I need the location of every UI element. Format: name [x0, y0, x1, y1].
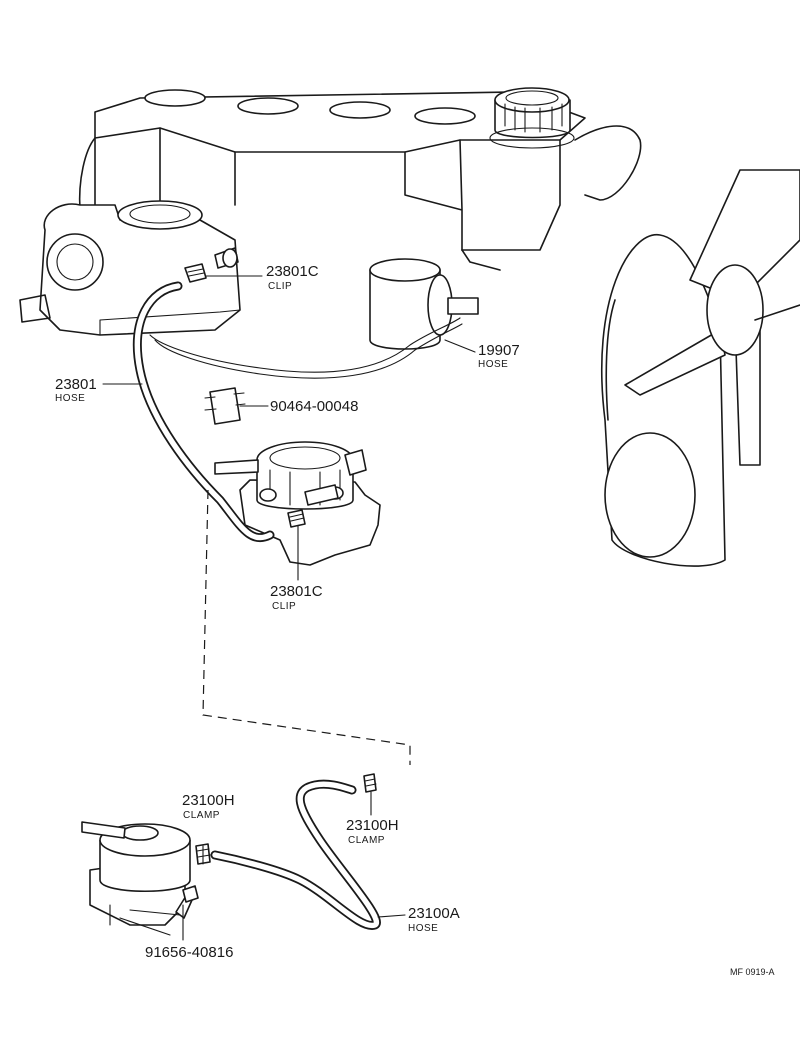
- clamp-right-graphic: [363, 773, 377, 793]
- leader-lines: [102, 275, 476, 941]
- part-number-91656-40816: 91656-40816: [145, 944, 233, 961]
- part-name-hose-23100a: HOSE: [408, 923, 438, 934]
- part-number-90464-00048: 90464-00048: [270, 398, 358, 415]
- part-name-clip-lower: CLIP: [272, 601, 296, 612]
- clip-upper-graphic: [184, 263, 207, 283]
- part-name-clamp-left: CLAMP: [183, 810, 220, 821]
- bolt-91656-graphic: [175, 885, 199, 919]
- callout-part-90464: 90464-00048: [270, 398, 358, 415]
- part-number-23801c-upper: 23801C: [266, 263, 319, 280]
- callout-clip-upper: 23801C CLIP: [266, 263, 319, 292]
- fuel-filter: [81, 821, 191, 936]
- part-90464-graphic: [204, 387, 246, 425]
- drawing-reference-code: MF 0919-A: [730, 967, 775, 977]
- callout-clip-lower: 23801C CLIP: [270, 583, 323, 612]
- part-name-hose-23801: HOSE: [55, 393, 85, 404]
- callout-hose-19907: 19907 HOSE: [478, 342, 520, 370]
- part-name-clamp-right: CLAMP: [348, 835, 385, 846]
- engine-block: [19, 87, 642, 350]
- part-number-23100h-left: 23100H: [182, 792, 235, 809]
- dash-connector: [202, 489, 411, 765]
- part-name-hose-19907: HOSE: [478, 359, 508, 370]
- callout-bolt-91656: 91656-40816: [145, 944, 233, 961]
- part-number-19907: 19907: [478, 342, 520, 359]
- clip-lower-graphic: [287, 509, 306, 528]
- part-number-23801: 23801: [55, 376, 97, 393]
- part-number-23100h-right: 23100H: [346, 817, 399, 834]
- part-number-23100a: 23100A: [408, 905, 460, 922]
- part-number-23801c-lower: 23801C: [270, 583, 323, 600]
- fan-pulley: [601, 169, 800, 567]
- callout-hose-23100a: 23100A HOSE: [408, 905, 460, 934]
- callout-clamp-left: 23100H CLAMP: [182, 792, 235, 821]
- hose-23801-graphic: [132, 281, 275, 542]
- callout-hose-23801: 23801 HOSE: [55, 376, 97, 404]
- part-name-clip-upper: CLIP: [268, 281, 292, 292]
- hose-23100a-graphic: [210, 779, 381, 930]
- hose-19907-graphic: [149, 317, 463, 379]
- callout-clamp-right: 23100H CLAMP: [346, 817, 399, 846]
- fuel-pump: [214, 441, 381, 566]
